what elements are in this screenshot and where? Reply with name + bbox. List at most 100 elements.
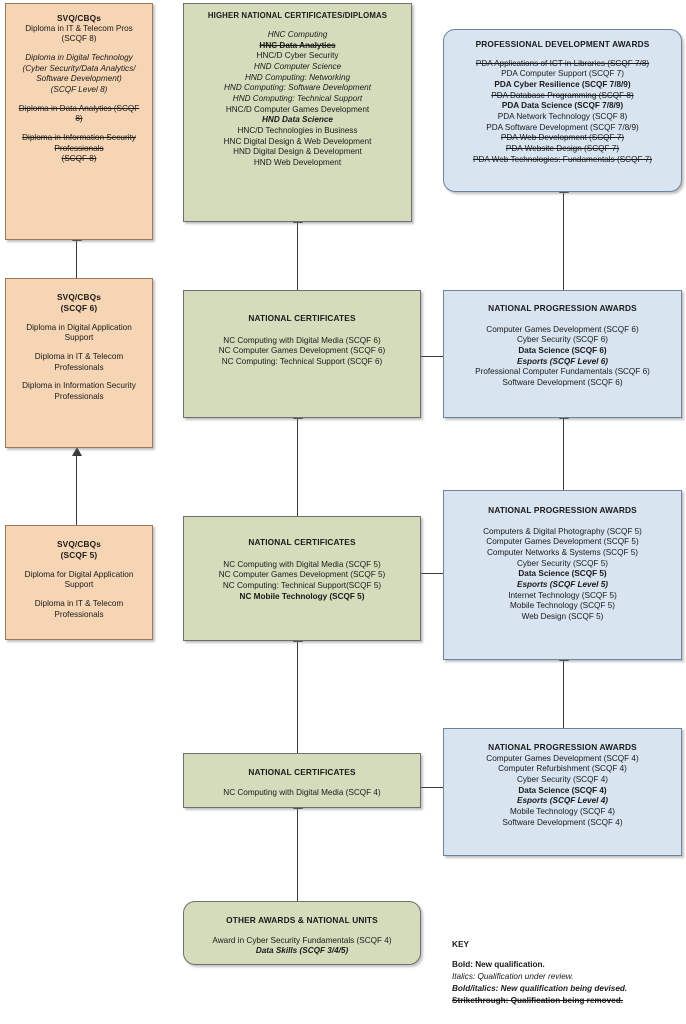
box-svq-cbqs-scqf5[interactable]: SVQ/CBQs (SCQF 5) Diploma for Digital Ap… <box>5 525 153 640</box>
box-title: SVQ/CBQs <box>56 539 102 549</box>
qualification-line: HND Computing: Technical Support <box>232 94 363 104</box>
box-other-awards-national-units[interactable]: OTHER AWARDS & NATIONAL UNITS Award in C… <box>183 901 421 965</box>
qualification-line: HNC/D Computer Games Development <box>225 104 370 114</box>
qualification-line: (SCQF 8) <box>61 34 97 44</box>
qualification-text-plain: PDA Software Development (SCQF 7/ <box>486 122 625 132</box>
box-lines: NC Computing with Digital Media (SCQF 6)… <box>188 336 416 368</box>
qualification-line: Professional Computer Fundamentals (SCQF… <box>475 367 650 377</box>
qualification-line: Support <box>64 580 94 590</box>
qualification-line: Cyber Security (SCQF 4) <box>517 775 608 785</box>
line-spacer <box>12 591 146 599</box>
qualification-line: Award in Cyber Security Fundamentals (SC… <box>212 935 392 945</box>
qualification-line: (Cyber Security/Data Analytics/ <box>22 63 136 73</box>
qualification-line: Software Development (SCQF 6) <box>502 378 623 388</box>
connector-other-to-nc4 <box>297 808 298 901</box>
box-svq-cbqs-scqf8[interactable]: SVQ/CBQs Diploma in IT & Telecom Pros(SC… <box>5 3 153 240</box>
box-title: NATIONAL PROGRESSION AWARDS <box>488 303 637 313</box>
qualification-line: HND Digital Design & Development <box>233 147 362 157</box>
qualification-line: Support <box>64 333 94 343</box>
box-higher-national-certificates-diplomas[interactable]: HIGHER NATIONAL CERTIFICATES/DIPLOMAS HN… <box>183 3 412 222</box>
qualification-line: HNC Computing <box>267 30 328 40</box>
qualification-line: Cyber Security (SCQF 6) <box>517 335 608 345</box>
box-title: SVQ/CBQs <box>56 292 102 302</box>
qualification-line: PDA Software Development (SCQF 7/8/9) <box>447 123 678 134</box>
box-lines: Computer Games Development (SCQF 4)Compu… <box>448 754 677 829</box>
qualification-line: Diploma in IT & Telecom <box>34 598 124 608</box>
qualification-line: Esports (SCQF Level 6) <box>517 356 608 366</box>
qualification-line: Cyber Security (SCQF 5) <box>517 558 608 568</box>
connector-nc6-to-hnc <box>297 222 298 290</box>
line-spacer <box>12 125 146 133</box>
box-title: NATIONAL PROGRESSION AWARDS <box>488 742 637 752</box>
qualification-line: PDA Cyber Resilience (SCQF 7/8/9) <box>494 80 631 90</box>
qualification-line: Computers & Digital Photography (SCQF 5) <box>483 526 642 536</box>
box-national-progression-awards-scqf4[interactable]: NATIONAL PROGRESSION AWARDS Computer Gam… <box>443 728 682 856</box>
qualification-line: Bold/italics: New qualification being de… <box>452 983 628 993</box>
qualification-line: Data Science (SCQF 4) <box>518 785 607 795</box>
box-national-progression-awards-scqf5[interactable]: NATIONAL PROGRESSION AWARDS Computers & … <box>443 490 682 660</box>
box-national-certificates-scqf6[interactable]: NATIONAL CERTIFICATES NC Computing with … <box>183 290 421 418</box>
qualification-line: HND Computer Science <box>253 62 342 72</box>
qualification-line: Diploma in Digital Application <box>26 322 132 332</box>
connector-npa6-to-pda <box>563 192 564 290</box>
qualification-line: Diploma in Data Analytics (SCQF <box>18 103 140 113</box>
box-lines: Diploma in IT & Telecom Pros(SCQF 8)Dipl… <box>12 24 146 165</box>
box-subtitle: (SCQF 5) <box>60 549 98 560</box>
qualification-line: Diploma in Digital Technology <box>25 53 133 63</box>
qualification-line: PDA Database Programming (SCQF 8) <box>491 90 634 100</box>
box-subtitle: (SCQF 6) <box>60 302 98 313</box>
box-title: HIGHER NATIONAL CERTIFICATES/DIPLOMAS <box>207 11 388 20</box>
box-title: OTHER AWARDS & NATIONAL UNITS <box>226 915 378 925</box>
qualification-line: Italics: Qualification under review. <box>452 971 574 981</box>
connector-nc4-to-nc5 <box>297 641 298 753</box>
qualification-line: HNC Digital Design & Web Development <box>223 136 372 146</box>
qualification-line: Diploma in Information Security <box>22 381 136 391</box>
qualification-line: Esports (SCQF Level 4) <box>517 796 608 806</box>
qualification-line: NC Computing: Technical Support (SCQF 6) <box>221 357 383 367</box>
line-spacer <box>12 45 146 53</box>
qualification-line: Mobile Technology (SCQF 4) <box>510 807 615 817</box>
connector-nc5-to-nc6 <box>297 418 298 516</box>
qualification-line: NC Computing with Digital Media (SCQF 4) <box>223 787 381 797</box>
line-spacer <box>12 344 146 352</box>
arrow-svq5-to-svq6 <box>72 447 82 456</box>
box-national-certificates-scqf5[interactable]: NATIONAL CERTIFICATES NC Computing with … <box>183 516 421 641</box>
connector-npa5-to-nc5 <box>421 573 443 574</box>
qualification-line: PDA Computer Support (SCQF 7) <box>501 69 624 79</box>
qualification-line: HND Data Science <box>262 115 333 125</box>
qualification-line: Professionals <box>54 362 104 372</box>
qualification-line: Diploma in Information Security <box>22 133 136 143</box>
connector-npa4-to-nc4 <box>421 787 443 788</box>
qualification-line: 8) <box>75 114 83 124</box>
connector-npa4-to-npa5 <box>563 660 564 728</box>
qualification-line: Data Science (SCQF 6) <box>518 346 607 356</box>
box-svq-cbqs-scqf6[interactable]: SVQ/CBQs (SCQF 6) Diploma in Digital App… <box>5 278 153 448</box>
qualification-line: NC Mobile Technology (SCQF 5) <box>239 591 365 601</box>
box-national-certificates-scqf4[interactable]: NATIONAL CERTIFICATES NC Computing with … <box>183 753 421 808</box>
qualification-line: Esports (SCQF Level 5) <box>517 580 608 590</box>
connector-svq5-to-svq6 <box>76 455 77 525</box>
box-title: SVQ/CBQs <box>56 13 102 23</box>
qualification-line: Computer Games Development (SCQF 4) <box>486 753 639 763</box>
legend-title: KEY <box>452 939 470 949</box>
qualification-line: Diploma in IT & Telecom <box>34 351 124 361</box>
qualification-line: NC Computing with Digital Media (SCQF 6) <box>223 335 381 345</box>
qualification-line: NC Computer Games Development (SCQF 5) <box>218 570 386 580</box>
box-professional-development-awards[interactable]: PROFESSIONAL DEVELOPMENT AWARDS PDA Appl… <box>443 29 682 192</box>
qualification-line: HNC/D Technologies in Business <box>237 126 358 136</box>
qualification-line: HND Computing: Networking <box>244 72 351 82</box>
qualification-line: HND Computing: Software Development <box>224 83 371 93</box>
box-lines: NC Computing with Digital Media (SCQF 4) <box>188 788 416 799</box>
qualification-line: Professionals <box>54 391 104 401</box>
box-lines: PDA Applications of ICT in Libraries (SC… <box>447 59 678 166</box>
box-national-progression-awards-scqf6[interactable]: NATIONAL PROGRESSION AWARDS Computer Gam… <box>443 290 682 418</box>
connector-npa6-to-nc6 <box>421 356 443 357</box>
legend-key: KEY Bold: New qualification.Italics: Qua… <box>452 938 682 1007</box>
qualification-line: Professionals <box>54 143 104 153</box>
qualification-line: Computer Refurbishment (SCQF 4) <box>498 764 627 774</box>
qualification-line: PDA Web Technologies: Fundamentals (SCQF… <box>473 154 652 164</box>
box-lines: Computer Games Development (SCQF 6)Cyber… <box>448 325 677 389</box>
